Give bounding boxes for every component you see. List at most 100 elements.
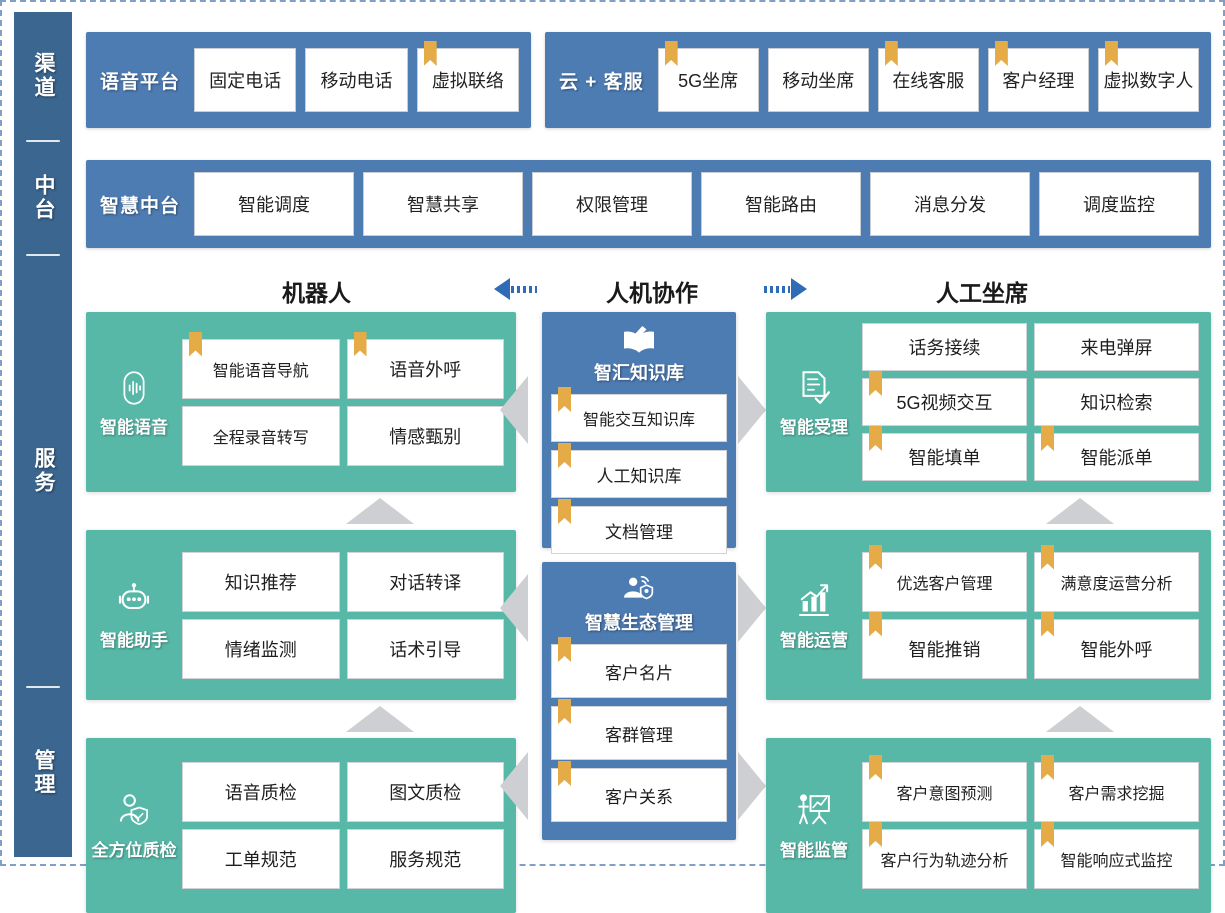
group-intelligent-voice: 智能语音 智能语音导航 语音外呼 全程录音转写 情感甄别 bbox=[86, 312, 516, 492]
feature-tile[interactable]: 满意度运营分析 bbox=[1034, 544, 1199, 612]
card-item-label: 客户名片 bbox=[605, 663, 673, 683]
channel-cell[interactable]: 固定电话 bbox=[194, 48, 297, 112]
group-full-quality-inspection: 全方位质检 语音质检 图文质检 工单规范 服务规范 bbox=[86, 738, 516, 913]
feature-label: 工单规范 bbox=[224, 850, 297, 870]
card-item[interactable]: 智能交互知识库 bbox=[551, 387, 727, 442]
channel-cell-label: 移动电话 bbox=[320, 71, 393, 91]
feature-tile[interactable]: 优选客户管理 bbox=[862, 544, 1027, 612]
arrow-left-icon bbox=[500, 752, 528, 820]
rail-segment-service[interactable]: 服务 bbox=[14, 256, 72, 686]
feature-tile[interactable]: 工单规范 bbox=[182, 829, 340, 889]
presenter-board-icon bbox=[798, 794, 830, 825]
feature-label: 满意度运营分析 bbox=[1060, 575, 1173, 593]
platform-cell[interactable]: 智能调度 bbox=[194, 172, 355, 236]
feature-label: 全程录音转写 bbox=[212, 429, 309, 447]
bookmark-icon bbox=[558, 499, 571, 524]
platform-cell[interactable]: 智能路由 bbox=[701, 172, 862, 236]
document-check-icon bbox=[802, 370, 831, 404]
group-intelligent-supervision: 智能监管 客户意图预测 客户需求挖掘 客户行为轨迹分析 智能响应式监控 bbox=[766, 738, 1211, 913]
group-intelligent-assistant: 智能助手 知识推荐 对话转译 情绪监测 话术引导 bbox=[86, 530, 516, 700]
voice-platform-cells: 固定电话 移动电话 虚拟联络 bbox=[194, 41, 531, 112]
channel-cell[interactable]: 虚拟数字人 bbox=[1097, 41, 1199, 112]
group-tiles: 语音质检 图文质检 工单规范 服务规范 bbox=[182, 762, 504, 889]
platform-cell[interactable]: 消息分发 bbox=[870, 172, 1031, 236]
card-item[interactable]: 人工知识库 bbox=[551, 443, 727, 498]
feature-label: 客户行为轨迹分析 bbox=[880, 853, 1009, 870]
rail-segment-management[interactable]: 管理 bbox=[14, 688, 72, 857]
card-item-label: 智能交互知识库 bbox=[582, 412, 695, 429]
channel-cell[interactable]: 虚拟联络 bbox=[416, 41, 519, 112]
channel-row: 语音平台 固定电话 移动电话 虚拟联络 云 + 客服 bbox=[86, 32, 1211, 128]
tile-row: 优选客户管理 满意度运营分析 bbox=[862, 544, 1199, 612]
feature-tile[interactable]: 智能外呼 bbox=[1034, 611, 1199, 679]
feature-tile[interactable]: 语音质检 bbox=[182, 762, 340, 822]
platform-cell-label: 智能调度 bbox=[238, 195, 311, 215]
platform-cell[interactable]: 智慧共享 bbox=[363, 172, 524, 236]
cloud-service-cells: 5G坐席 移动坐席 在线客服 客户经理 虚拟数字人 bbox=[657, 41, 1211, 112]
feature-tile[interactable]: 智能响应式监控 bbox=[1034, 822, 1199, 889]
feature-label: 5G视频交互 bbox=[896, 393, 993, 413]
card-item[interactable]: 客户名片 bbox=[551, 637, 727, 698]
feature-tile[interactable]: 话务接续 bbox=[862, 323, 1027, 371]
group-tiles: 优选客户管理 满意度运营分析 智能推销 智能外呼 bbox=[862, 544, 1199, 679]
group-title: 智能运营 bbox=[780, 630, 848, 650]
triangle-left-icon bbox=[494, 278, 510, 300]
rail-segment-platform[interactable]: 中台 bbox=[14, 142, 72, 254]
card-item[interactable]: 客群管理 bbox=[551, 699, 727, 760]
feature-label: 服务规范 bbox=[389, 850, 462, 870]
channel-cell[interactable]: 在线客服 bbox=[877, 41, 979, 112]
feature-tile[interactable]: 智能派单 bbox=[1034, 426, 1199, 481]
channel-cell[interactable]: 客户经理 bbox=[987, 41, 1089, 112]
bookmark-icon bbox=[1041, 426, 1054, 451]
feature-label: 智能推销 bbox=[908, 639, 981, 660]
channel-cell-label: 固定电话 bbox=[209, 71, 282, 91]
group-header: 智能语音 bbox=[86, 367, 182, 438]
platform-band: 智慧中台 智能调度 智慧共享 权限管理 智能路由 消息分发 调度监控 bbox=[86, 160, 1211, 248]
bookmark-icon bbox=[994, 41, 1008, 66]
feature-tile[interactable]: 知识推荐 bbox=[182, 551, 340, 612]
tile-row: 5G视频交互 知识检索 bbox=[862, 371, 1199, 426]
card-item[interactable]: 客户关系 bbox=[551, 761, 727, 822]
feature-tile[interactable]: 情绪监测 bbox=[182, 618, 340, 679]
feature-tile[interactable]: 客户意图预测 bbox=[862, 755, 1027, 822]
feature-tile[interactable]: 语音外呼 bbox=[346, 331, 504, 399]
feature-tile[interactable]: 图文质检 bbox=[346, 762, 504, 822]
feature-tile[interactable]: 服务规范 bbox=[346, 829, 504, 889]
feature-tile[interactable]: 情感甄别 bbox=[346, 405, 504, 466]
feature-tile[interactable]: 智能推销 bbox=[862, 611, 1027, 679]
channel-cell[interactable]: 移动坐席 bbox=[767, 48, 869, 112]
feature-tile[interactable]: 智能填单 bbox=[862, 426, 1027, 481]
card-header: 智汇知识库 bbox=[551, 320, 727, 394]
bookmark-icon bbox=[1041, 544, 1054, 570]
feature-tile[interactable]: 全程录音转写 bbox=[182, 405, 340, 466]
bar-chart-trend-icon bbox=[798, 583, 830, 616]
channel-cell[interactable]: 5G坐席 bbox=[657, 41, 759, 112]
feature-label: 语音外呼 bbox=[389, 359, 462, 380]
rail-label-service: 服务 bbox=[32, 447, 55, 495]
arrow-up-icon bbox=[346, 498, 414, 524]
dashed-line bbox=[764, 285, 790, 293]
rail-segment-channel[interactable]: 渠道 bbox=[14, 12, 72, 140]
channel-cell-label: 移动坐席 bbox=[782, 71, 855, 91]
group-tiles: 智能语音导航 语音外呼 全程录音转写 情感甄别 bbox=[182, 331, 504, 466]
feature-tile[interactable]: 对话转译 bbox=[346, 551, 504, 612]
channel-cell[interactable]: 移动电话 bbox=[305, 48, 408, 112]
platform-cell-label: 智能路由 bbox=[745, 195, 818, 215]
platform-cell[interactable]: 调度监控 bbox=[1039, 172, 1200, 236]
platform-cell[interactable]: 权限管理 bbox=[532, 172, 693, 236]
feature-tile[interactable]: 话术引导 bbox=[346, 618, 504, 679]
arrow-up-icon bbox=[1046, 706, 1114, 732]
feature-tile[interactable]: 知识检索 bbox=[1034, 378, 1199, 426]
feature-tile[interactable]: 5G视频交互 bbox=[862, 371, 1027, 426]
card-item[interactable]: 文档管理 bbox=[551, 499, 727, 554]
feature-tile[interactable]: 客户需求挖掘 bbox=[1034, 755, 1199, 822]
feature-tile[interactable]: 来电弹屏 bbox=[1034, 323, 1199, 371]
feature-label: 智能外呼 bbox=[1080, 639, 1153, 660]
diagram-body: 智能语音 智能语音导航 语音外呼 全程录音转写 情感甄别 bbox=[86, 312, 1211, 913]
feature-tile[interactable]: 客户行为轨迹分析 bbox=[862, 822, 1027, 889]
platform-cell-label: 消息分发 bbox=[914, 195, 987, 215]
arrow-left-icon bbox=[500, 574, 528, 642]
feature-label: 话术引导 bbox=[389, 639, 462, 660]
feature-tile[interactable]: 智能语音导航 bbox=[182, 331, 340, 399]
